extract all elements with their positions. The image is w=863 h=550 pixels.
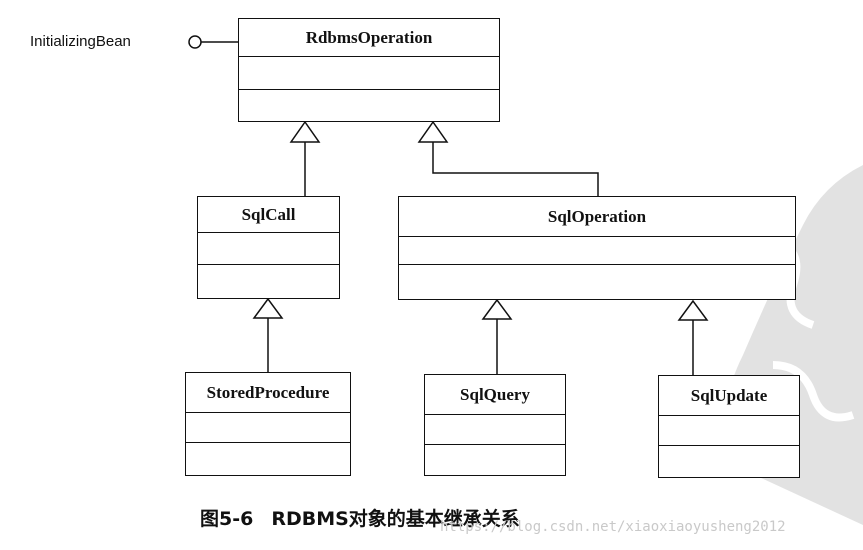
class-methods	[239, 90, 499, 120]
interface-lollipop-icon	[188, 35, 202, 49]
class-attributes	[186, 413, 350, 443]
class-sqloperation: SqlOperation	[398, 196, 796, 300]
class-methods	[186, 443, 350, 474]
class-attributes	[239, 57, 499, 90]
class-methods	[659, 446, 799, 476]
class-storedprocedure: StoredProcedure	[185, 372, 351, 476]
class-name: SqlQuery	[425, 375, 565, 415]
class-rdbmsoperation: RdbmsOperation	[238, 18, 500, 122]
class-attributes	[399, 237, 795, 265]
class-sqlquery: SqlQuery	[424, 374, 566, 476]
sqlquery-generalization-arrow	[481, 298, 513, 320]
sqloperation-generalization-arrow	[417, 120, 449, 143]
class-name: RdbmsOperation	[239, 19, 499, 57]
figure-number: 图5-6	[200, 508, 254, 530]
sqlcall-generalization-arrow	[289, 120, 321, 143]
class-methods	[198, 265, 339, 297]
sqloperation-generalization-line	[432, 142, 599, 196]
class-name: SqlOperation	[399, 197, 795, 237]
class-name: SqlCall	[198, 197, 339, 233]
class-methods	[425, 445, 565, 474]
class-attributes	[425, 415, 565, 445]
storedprocedure-generalization-arrow	[252, 297, 284, 319]
class-name: StoredProcedure	[186, 373, 350, 413]
class-name: SqlUpdate	[659, 376, 799, 416]
figure-caption: 图5-6 RDBMS对象的基本继承关系	[200, 504, 520, 531]
class-attributes	[659, 416, 799, 446]
class-methods	[399, 265, 795, 298]
class-sqlupdate: SqlUpdate	[658, 375, 800, 478]
class-attributes	[198, 233, 339, 265]
class-sqlcall: SqlCall	[197, 196, 340, 299]
figure-title: RDBMS对象的基本继承关系	[271, 508, 520, 530]
interface-label: InitializingBean	[30, 33, 131, 50]
watermark-url: https://blog.csdn.net/xiaoxiaoyusheng201…	[440, 519, 786, 535]
sqlupdate-generalization-arrow	[677, 299, 709, 321]
